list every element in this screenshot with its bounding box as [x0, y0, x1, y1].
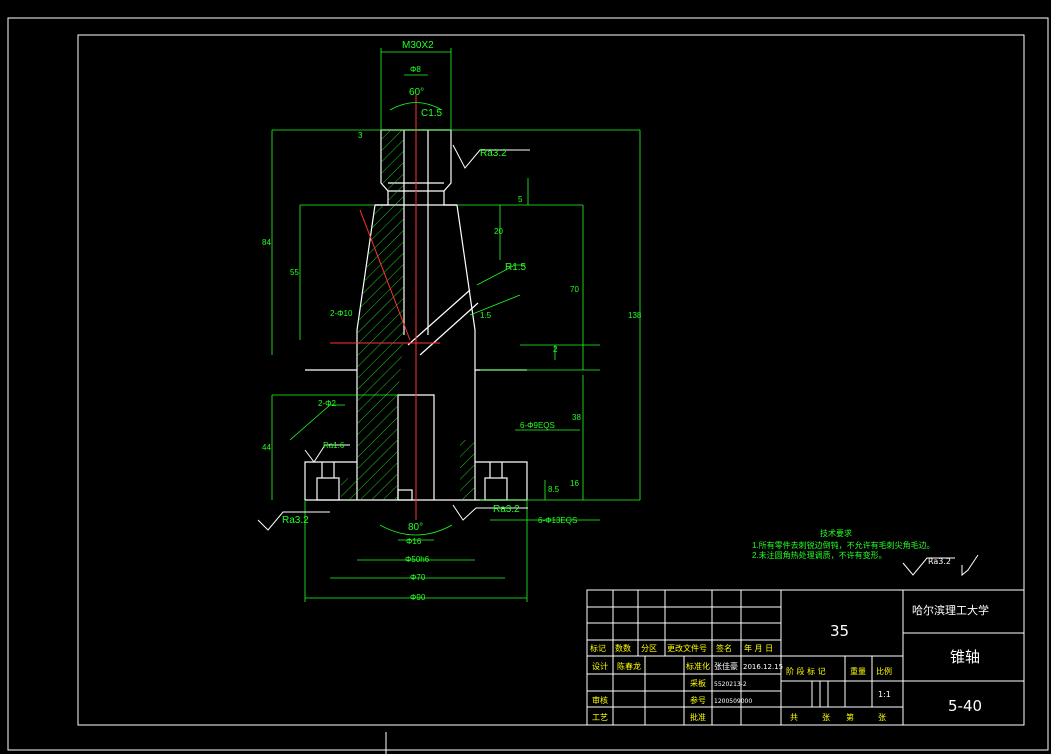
- tb-jieduan: 阶 段 标 记: [786, 666, 826, 676]
- tb-part-name: 锥轴: [950, 648, 980, 666]
- title-block-grid: [586, 589, 1025, 726]
- tb-zhongliang: 重量: [850, 666, 866, 676]
- dim-m30: M30X2: [402, 40, 434, 51]
- dim-16: 16: [570, 479, 579, 488]
- tb-code-1: 5520213-2: [714, 681, 747, 688]
- ra-left: Ra3.2: [282, 515, 309, 526]
- tb-h-biaoji: 标记: [590, 643, 606, 653]
- notes-line-2: 2.未注圆角热处理调质，不许有变形。: [752, 550, 887, 560]
- tb-date-value: 2016.12.15: [743, 663, 783, 671]
- centerlines: [330, 95, 440, 520]
- dim-8-5: 8.5: [548, 485, 560, 494]
- tb-bili: 比例: [876, 666, 892, 676]
- dim-55: 55: [290, 268, 299, 277]
- tb-sheji-name: 陈春龙: [617, 661, 641, 671]
- tb-h-file: 更改文件号: [667, 643, 707, 653]
- ra-right: Ra3.2: [493, 504, 520, 515]
- dim-138: 138: [628, 311, 642, 320]
- tb-gong: 共: [790, 713, 798, 722]
- outer-border: [7, 17, 1049, 751]
- tb-cankao: 参号: [690, 695, 706, 705]
- tb-gongyi: 工艺: [592, 713, 608, 722]
- dim-d50: Φ50h6: [405, 555, 430, 564]
- dim-80deg: 80°: [408, 522, 423, 533]
- dim-r1-5: R1.5: [505, 262, 527, 273]
- tb-jiaoshe: 采板: [690, 678, 706, 688]
- tb-sheji: 设计: [592, 661, 608, 671]
- dim-d16: Φ16: [406, 537, 422, 546]
- dimension-lines: [271, 48, 641, 602]
- dim-d90: Φ90: [410, 593, 426, 602]
- dim-60deg: 60°: [409, 87, 424, 98]
- dim-38: 38: [572, 413, 581, 422]
- dim-1-5: 1.5: [480, 311, 492, 320]
- section-hatching: [341, 130, 475, 500]
- dim-6-holes-13: 6-Φ13EQS: [538, 516, 577, 525]
- inner-frame: [77, 34, 1025, 726]
- notes-line-1: 1.所有零件去刺锐边倒钝，不允许有毛刺尖角毛边。: [752, 540, 935, 550]
- tb-biaozhunhua: 标准化: [686, 661, 710, 671]
- tb-drawing-no: 5-40: [948, 697, 982, 715]
- dim-44: 44: [262, 443, 271, 452]
- notes-title: 技术要求: [820, 528, 852, 538]
- dim-84: 84: [262, 238, 271, 247]
- tb-school: 哈尔滨理工大学: [912, 603, 989, 617]
- tb-zhang2: 张: [878, 713, 886, 722]
- tb-bz-name: 张佳豪: [714, 661, 738, 671]
- ra-top: Ra3.2: [480, 148, 507, 159]
- dim-d70: Φ70: [410, 573, 426, 582]
- tb-h-shuliang: 数数: [615, 643, 631, 653]
- dim-5: 5: [518, 195, 523, 204]
- tb-scale: 1:1: [878, 690, 891, 699]
- tb-h-sign: 签名: [716, 643, 732, 653]
- dim-d8: Φ8: [410, 65, 421, 74]
- tb-zhang1: 张: [822, 713, 830, 722]
- tb-shenhe: 审核: [592, 695, 608, 705]
- ra-1-6: Ra1.6: [323, 441, 345, 450]
- tb-pizhun: 批准: [690, 712, 706, 722]
- tb-material: 35: [830, 622, 849, 640]
- dim-3: 3: [358, 131, 363, 140]
- roughness-symbols: [257, 144, 979, 577]
- tb-h-date: 年 月 日: [744, 643, 773, 653]
- dim-2: 2: [553, 345, 558, 354]
- default-roughness: Ra3.2: [928, 557, 951, 566]
- dim-20: 20: [494, 227, 503, 236]
- tb-code-2: 1200509000: [714, 698, 752, 705]
- dim-c1-5: C1.5: [421, 108, 443, 119]
- tb-di: 第: [846, 712, 854, 722]
- dim-70: 70: [570, 285, 579, 294]
- tb-h-fenqu: 分区: [641, 644, 657, 653]
- dim-6-holes-9: 6-Φ9EQS: [520, 421, 555, 430]
- dim-2-d2: 2-Φ2: [318, 399, 336, 408]
- dim-2-d10: 2-Φ10: [330, 309, 353, 318]
